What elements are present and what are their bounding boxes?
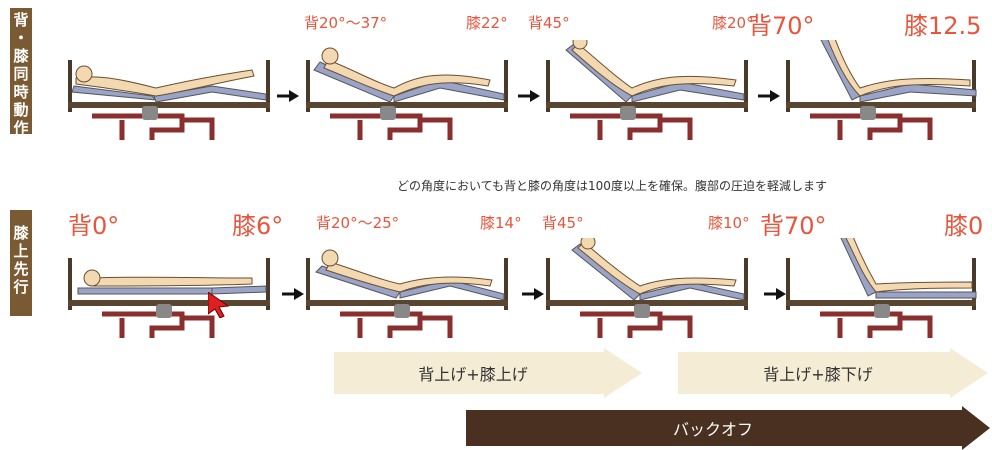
row1-side-label: 背 ・ 膝 同 時 動 作 [10, 8, 32, 137]
angle-label: 背0° [68, 212, 120, 240]
phase-label: 背上げ+膝上げ [418, 365, 528, 384]
side-char: 同 [13, 65, 29, 83]
arrow-icon [522, 288, 544, 300]
angle-label: 膝10° [708, 214, 750, 232]
side-char: 先 [13, 260, 29, 278]
bed-illustration [786, 238, 977, 338]
arrow-icon [277, 90, 299, 102]
angle-label: 膝20° [712, 14, 754, 32]
side-char: ・ [13, 29, 29, 47]
bed-illustration [546, 40, 748, 140]
bed-illustration [68, 60, 270, 140]
phase-arrow-back-knee-up: 背上げ+膝上げ [334, 348, 642, 398]
note-text: どの角度においても背と膝の角度は100度以上を確保。腹部の圧迫を軽減します [397, 179, 827, 193]
side-char: 上 [13, 242, 29, 260]
backoff-arrow: バックオフ [466, 406, 990, 450]
angle-label: 膝12.5 [904, 12, 982, 40]
bed-illustration [306, 47, 508, 140]
arrow-icon [282, 288, 304, 300]
angle-label: 背20°〜25° [316, 214, 400, 232]
side-char: 膝 [13, 47, 29, 65]
row2-side-label: 膝 上 先 行 [10, 210, 32, 316]
angle-label: 膝14° [480, 214, 522, 232]
bed-illustration [786, 40, 977, 140]
angle-label: 背70° [748, 12, 815, 40]
arrow-icon [764, 288, 786, 300]
side-char: 作 [13, 119, 29, 137]
arrow-icon [758, 90, 780, 102]
angle-label: 膝6° [232, 212, 284, 240]
phase-label: 背上げ+膝下げ [763, 365, 873, 384]
side-char: 時 [13, 83, 29, 101]
angle-label: 背70° [760, 212, 827, 240]
bed-illustration [68, 258, 270, 338]
phase-arrow-back-up-knee-down: 背上げ+膝下げ [678, 348, 988, 398]
angle-label: 背45° [542, 214, 584, 232]
backoff-label: バックオフ [672, 420, 753, 439]
side-char: 背 [13, 11, 29, 29]
side-char: 膝 [13, 224, 29, 242]
bed-illustration [546, 238, 748, 338]
angle-label: 背20°〜37° [304, 14, 388, 32]
side-char: 動 [13, 101, 29, 119]
cursor-icon [208, 292, 230, 318]
side-char: 行 [13, 278, 29, 296]
angle-label: 膝0 [944, 212, 984, 240]
angle-label: 膝22° [466, 14, 508, 32]
bed-illustration [306, 249, 508, 338]
arrow-icon [518, 90, 540, 102]
angle-label: 背45° [528, 14, 570, 32]
